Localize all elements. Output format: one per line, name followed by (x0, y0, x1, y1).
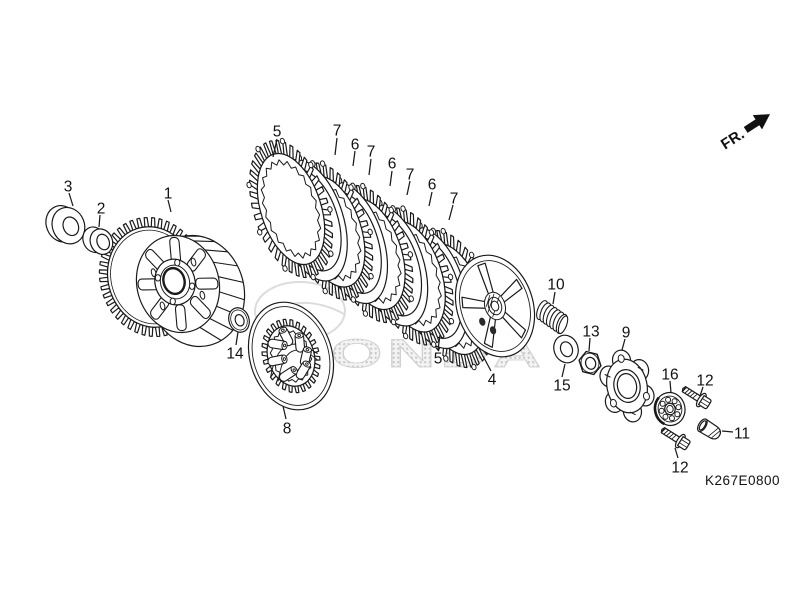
part-10-spring (536, 300, 569, 335)
part-3-collar (45, 205, 86, 245)
fr-direction-indicator: FR. (718, 114, 770, 153)
callout-label-6: 6 (351, 137, 360, 154)
diagram-code: K267E0800 (705, 473, 780, 488)
clutch-plate-stack (246, 137, 495, 371)
part-4-pressure-plate (452, 254, 537, 358)
callout-label-8: 8 (283, 421, 292, 438)
fr-label: FR. (718, 126, 748, 153)
callout-label-13: 13 (582, 324, 599, 341)
part-2-bushing (82, 226, 114, 255)
part-8-damper-spring (267, 354, 288, 367)
part-8-damper-spring (294, 332, 306, 353)
part-9-lifter-plate (599, 349, 655, 423)
part-8-damper-spring (267, 338, 288, 351)
part-8-damper-spring (278, 366, 298, 382)
part-11-lifter-piece (696, 418, 722, 440)
callout-label-10: 10 (547, 277, 565, 294)
callout-label-12: 12 (696, 373, 713, 390)
callout-label-11: 11 (734, 426, 750, 443)
part-1-clutch-outer (98, 216, 246, 348)
callout-label-5: 5 (273, 124, 282, 141)
part-8-clutch-center (247, 301, 335, 411)
part-12-bolt-a (681, 386, 712, 410)
callout-label-7: 7 (406, 167, 415, 184)
part-16-bearing (653, 391, 686, 427)
callout-label-1: 1 (164, 186, 173, 203)
callout-label-5: 5 (434, 351, 443, 368)
callout-label-6: 6 (388, 156, 397, 173)
callout-label-7: 7 (450, 191, 459, 208)
callout-label-14: 14 (226, 346, 244, 363)
callout-label-3: 3 (64, 179, 73, 196)
callout-label-6: 6 (428, 177, 437, 194)
fr-arrow-icon (743, 114, 770, 133)
callout-label-2: 2 (97, 201, 106, 218)
part-8-damper-spring (295, 360, 312, 380)
callout-label-16: 16 (661, 367, 678, 384)
callout-label-4: 4 (488, 372, 497, 389)
callout-label-7: 7 (333, 123, 342, 140)
callout-label-9: 9 (622, 325, 631, 342)
part-15-washer (553, 334, 579, 364)
part-14-washer (228, 307, 250, 333)
part-4-face (452, 255, 537, 352)
callout-label-12: 12 (671, 460, 688, 477)
callout-label-15: 15 (553, 378, 570, 395)
part-13-nut (578, 350, 602, 376)
part-8-damper-spring (278, 326, 294, 347)
callout-label-7: 7 (367, 144, 376, 161)
part-1-slots (128, 228, 229, 340)
part-12-bolt-b (660, 427, 691, 451)
part-5-friction-disc (246, 137, 334, 281)
